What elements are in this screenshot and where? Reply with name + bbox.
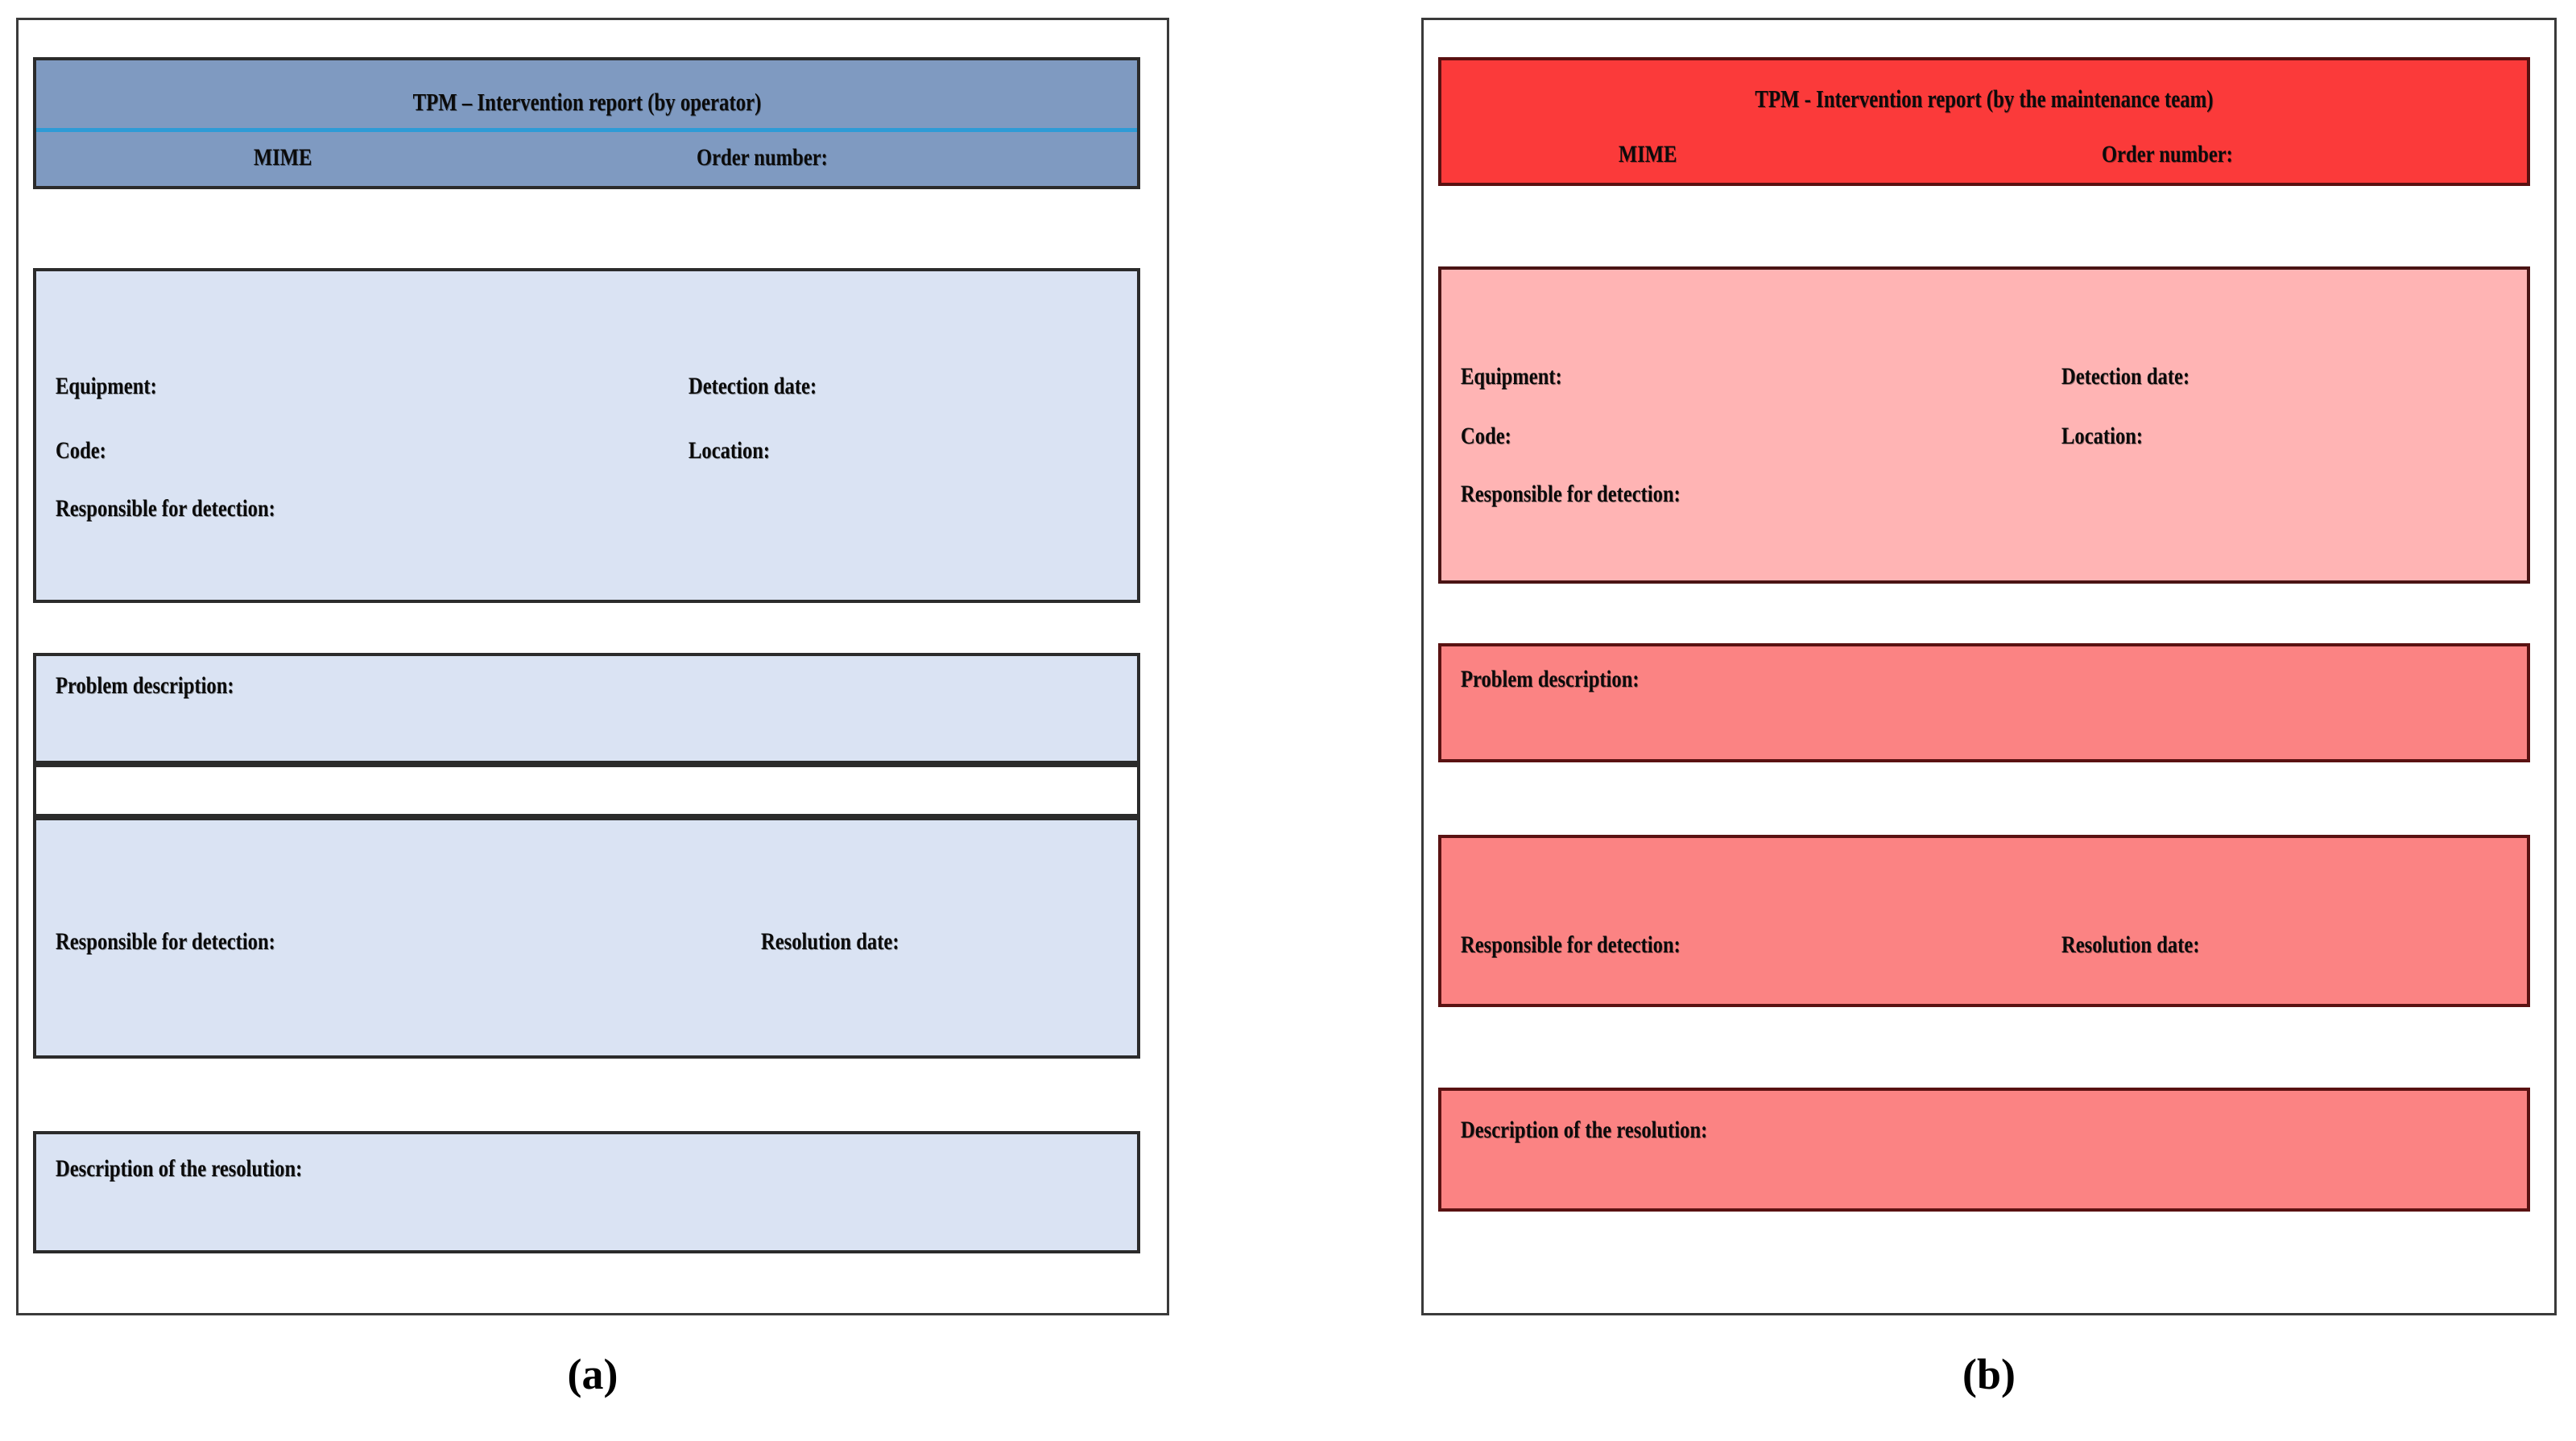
location-label: Location:	[688, 437, 771, 464]
problem-description-label: Problem description:	[1461, 666, 1639, 692]
system-label: MIME	[254, 144, 312, 171]
detection-date-label: Detection date:	[2061, 363, 2190, 390]
form-title: TPM – Intervention report (by operator)	[412, 88, 761, 116]
form-header-maintenance: TPM - Intervention report (by the mainte…	[1438, 57, 2530, 186]
equipment-details-section: Equipment: Detection date: Code: Locatio…	[33, 268, 1140, 603]
resolution-date-label: Resolution date:	[2061, 931, 2200, 958]
code-label: Code:	[1461, 423, 1511, 449]
resolution-description-section: Description of the resolution:	[1438, 1088, 2530, 1212]
system-label: MIME	[1619, 141, 1677, 167]
responsible-for-detection-label: Responsible for detection:	[1461, 481, 1681, 507]
report-form-operator-panel: TPM – Intervention report (by operator) …	[16, 18, 1169, 1315]
report-form-maintenance-panel: TPM - Intervention report (by the mainte…	[1421, 18, 2557, 1315]
responsible-resolution-section: Responsible for detection: Resolution da…	[33, 817, 1140, 1059]
responsible-for-detection-label-2: Responsible for detection:	[1461, 931, 1681, 958]
equipment-details-section: Equipment: Detection date: Code: Locatio…	[1438, 266, 2530, 584]
resolution-date-label: Resolution date:	[761, 928, 899, 955]
resolution-description-label: Description of the resolution:	[56, 1155, 303, 1182]
panel-b-caption: (b)	[1962, 1350, 2016, 1398]
order-number-label: Order number:	[2102, 141, 2233, 167]
code-label: Code:	[56, 437, 106, 464]
responsible-resolution-section: Responsible for detection: Resolution da…	[1438, 835, 2530, 1007]
header-divider	[36, 128, 1137, 132]
location-label: Location:	[2061, 423, 2144, 449]
detection-date-label: Detection date:	[688, 373, 817, 399]
responsible-for-detection-label: Responsible for detection:	[56, 495, 275, 522]
form-header-operator: TPM – Intervention report (by operator) …	[33, 57, 1140, 189]
blank-notes-band	[33, 764, 1140, 817]
equipment-label: Equipment:	[1461, 363, 1562, 390]
resolution-description-label: Description of the resolution:	[1461, 1117, 1708, 1143]
form-title: TPM - Intervention report (by the mainte…	[1755, 85, 2214, 113]
resolution-description-section: Description of the resolution:	[33, 1131, 1140, 1253]
problem-description-section: Problem description:	[33, 653, 1140, 764]
problem-description-section: Problem description:	[1438, 643, 2530, 762]
problem-description-label: Problem description:	[56, 672, 234, 699]
panel-a-caption: (a)	[567, 1350, 618, 1398]
order-number-label: Order number:	[697, 144, 828, 171]
equipment-label: Equipment:	[56, 373, 157, 399]
responsible-for-detection-label-2: Responsible for detection:	[56, 928, 275, 955]
